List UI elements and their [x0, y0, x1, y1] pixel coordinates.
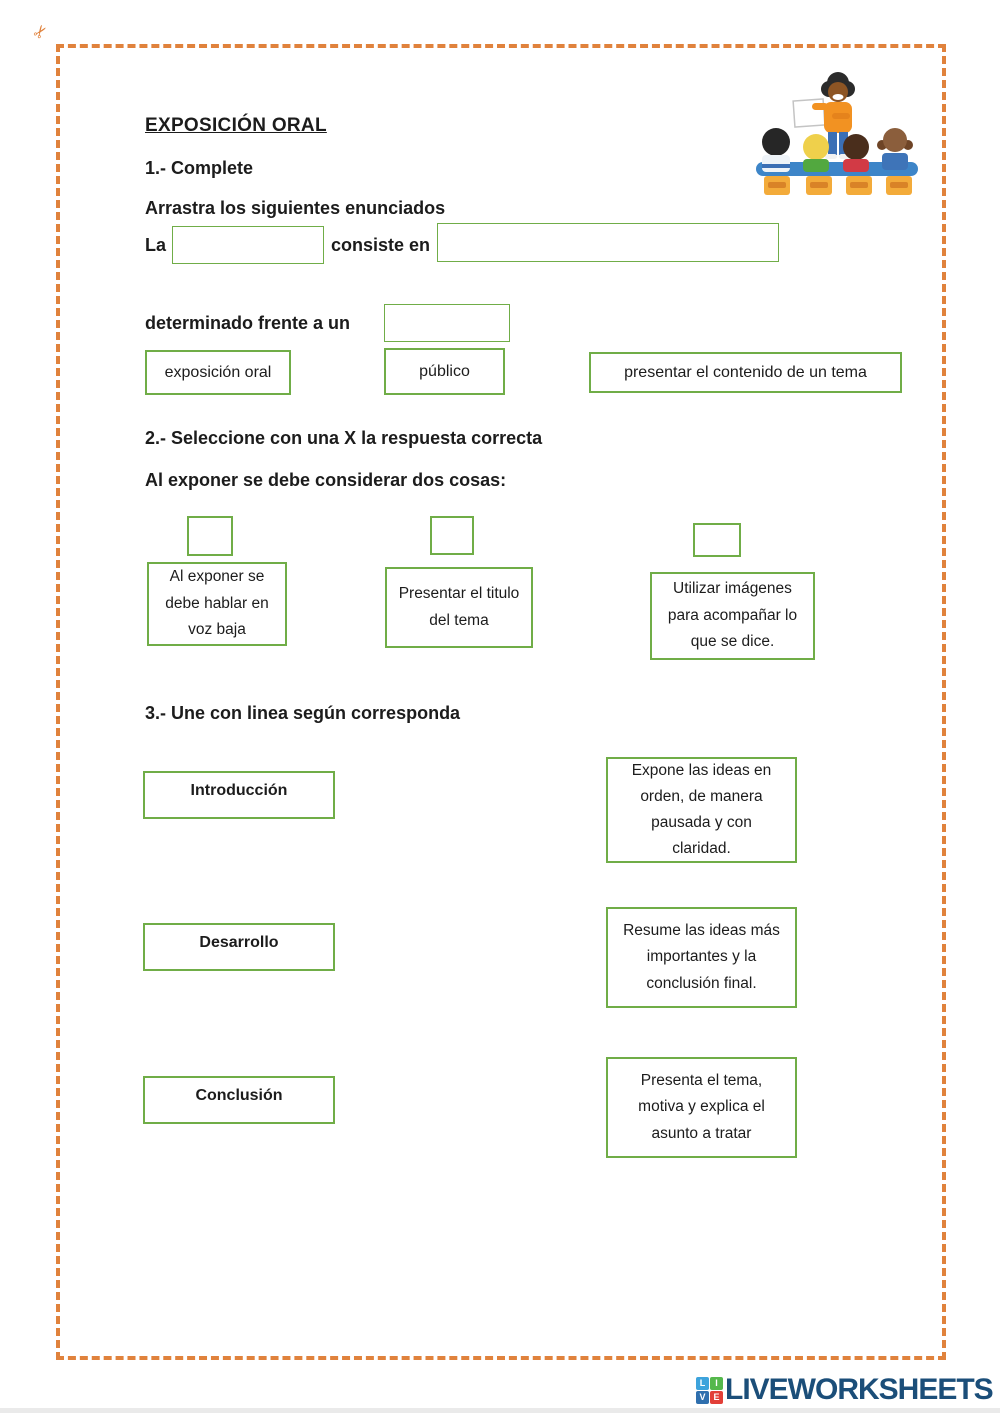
match-right-1[interactable]: Expone las ideas en orden, de manera pau…: [606, 757, 797, 863]
match-right-2[interactable]: Resume las ideas más importantes y la co…: [606, 907, 797, 1008]
checkbox-option-3[interactable]: [693, 523, 741, 557]
section1-heading: 1.- Complete: [145, 158, 254, 178]
logo-square-l: L: [696, 1376, 709, 1390]
section2-heading: 2.- Seleccione con una X la respuesta co…: [145, 428, 543, 448]
checkbox-option-1[interactable]: [187, 516, 233, 556]
answer-chip-publico[interactable]: público: [384, 348, 505, 395]
page-cut-edge: [0, 1408, 1000, 1413]
sentence-part-3: determinado frente a un: [145, 312, 351, 333]
fill-blank-3[interactable]: [384, 304, 510, 342]
sentence-part-1: La: [145, 234, 167, 255]
page-title: EXPOSICIÓN ORAL: [145, 115, 327, 136]
option-box-2: Presentar el titulo del tema: [385, 567, 533, 648]
answer-chip-presentar-contenido[interactable]: presentar el contenido de un tema: [589, 352, 902, 393]
fill-blank-1[interactable]: [172, 226, 324, 264]
liveworksheets-logo-text: LIVEWORKSHEETS: [725, 1373, 994, 1406]
option-box-1: Al exponer se debe hablar en voz baja: [147, 562, 287, 646]
logo-square-i: I: [710, 1376, 723, 1390]
answer-chip-exposicion-oral[interactable]: exposición oral: [145, 350, 291, 395]
section1-instruction: Arrastra los siguientes enunciados: [145, 198, 446, 218]
cut-line-border: [56, 44, 946, 1360]
section3-heading: 3.- Une con linea según corresponda: [145, 703, 461, 723]
liveworksheets-logo-icon: L I V E: [696, 1376, 723, 1404]
logo-square-v: V: [696, 1390, 709, 1404]
option-box-3: Utilizar imágenes para acompañar lo que …: [650, 572, 815, 660]
classroom-illustration: [756, 72, 918, 195]
logo-square-e: E: [710, 1390, 723, 1404]
sentence-part-2: consiste en: [331, 234, 431, 255]
match-right-3[interactable]: Presenta el tema, motiva y explica el as…: [606, 1057, 797, 1158]
fill-blank-2[interactable]: [437, 223, 779, 262]
section2-instruction: Al exponer se debe considerar dos cosas:: [145, 470, 507, 490]
match-left-conclusion[interactable]: Conclusión: [143, 1076, 335, 1124]
match-left-introduccion[interactable]: Introducción: [143, 771, 335, 819]
liveworksheets-logo[interactable]: L I V E LIVEWORKSHEETS: [696, 1373, 994, 1407]
scissors-icon: ✂: [28, 20, 53, 43]
checkbox-option-2[interactable]: [430, 516, 474, 555]
match-left-desarrollo[interactable]: Desarrollo: [143, 923, 335, 971]
